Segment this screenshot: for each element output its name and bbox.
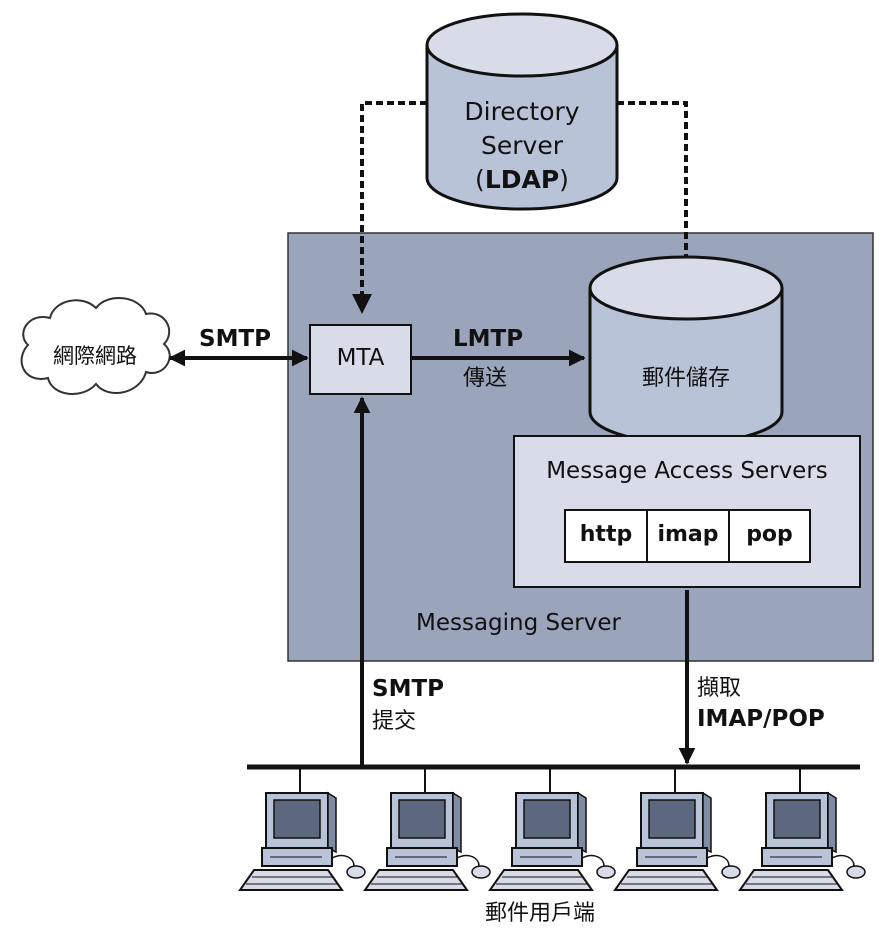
submit-label: 提交 (372, 709, 417, 734)
protocol-http: http (579, 522, 633, 547)
protocol-cell-pop (728, 509, 811, 563)
client-computers (238, 767, 866, 891)
mail-clients-label: 郵件用戶端 (484, 901, 595, 926)
messaging-server-label: Messaging Server (416, 610, 621, 636)
client-computer (613, 767, 741, 891)
lmtp-label: LMTP (453, 326, 524, 352)
client-computer (738, 767, 866, 891)
internet-cloud (20, 296, 171, 396)
directory-server-line1: Directory (464, 97, 580, 126)
mta-label: MTA (336, 345, 385, 371)
message-store-cylinder (588, 255, 784, 445)
client-computer (238, 767, 366, 891)
internet-label: 網際網路 (53, 344, 137, 368)
directory-server-label: Directory Server (LDAP) (452, 95, 592, 197)
protocol-pop: pop (746, 522, 793, 547)
smtp-internet-label: SMTP (199, 326, 271, 352)
message-store-label: 郵件儲存 (641, 366, 730, 391)
directory-to-mta-link (352, 101, 427, 314)
directory-server-line3: (LDAP) (475, 165, 569, 194)
deliver-label: 傳送 (463, 366, 508, 391)
directory-to-store-link (617, 101, 696, 298)
directory-server-cylinder (425, 12, 619, 211)
directory-server-line2: Server (481, 131, 563, 160)
client-computer (363, 767, 491, 891)
message-access-servers-title: Message Access Servers (546, 458, 828, 484)
mta-box (309, 324, 412, 395)
protocol-imap: imap (657, 522, 719, 547)
client-computer (488, 767, 616, 891)
smtp-submit-label: SMTP (372, 676, 444, 702)
imap-pop-label: IMAP/POP (697, 706, 825, 732)
fetch-label: 擷取 (697, 676, 742, 701)
